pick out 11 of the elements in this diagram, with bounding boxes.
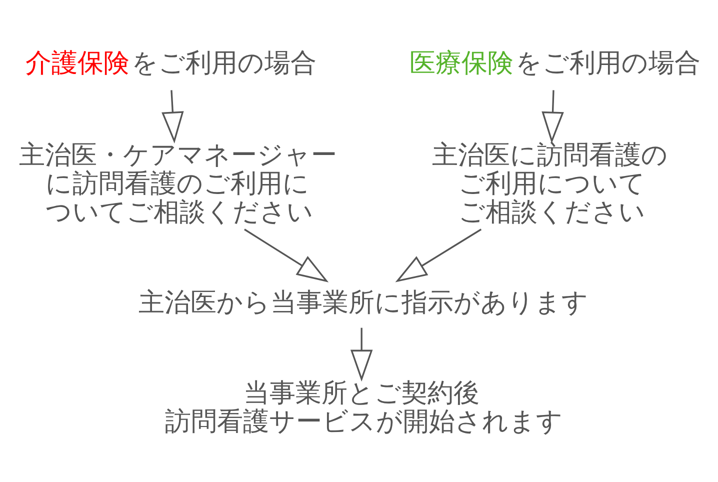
node-text: 当事業所とご契約後訪問看護サービスが開始されます bbox=[165, 378, 564, 437]
arrow bbox=[395, 228, 482, 282]
arrow bbox=[350, 328, 373, 382]
node-text: 主治医・ケアマネージャーに訪問看護のご利用についてご相談ください bbox=[18, 140, 337, 228]
node-text: 主治医に訪問看護のご利用についてご相談ください bbox=[432, 140, 668, 228]
node-text: 主治医から当事業所に指示があります bbox=[138, 288, 589, 318]
arrow bbox=[542, 90, 564, 144]
node-text: 介護保険をご利用の場合 bbox=[25, 48, 316, 79]
arrow bbox=[244, 228, 329, 282]
arrow bbox=[162, 90, 184, 144]
node-text: 医療保険をご利用の場合 bbox=[409, 48, 700, 79]
